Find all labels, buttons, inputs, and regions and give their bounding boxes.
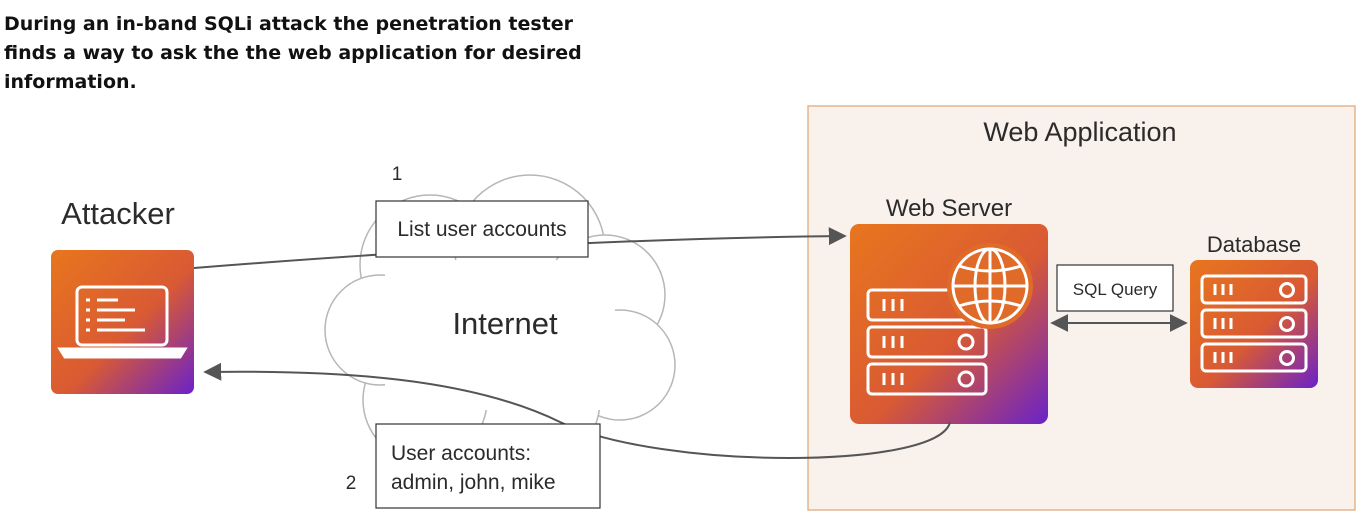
sql-query-label: SQL Query [1073, 280, 1158, 299]
web-application-title: Web Application [983, 117, 1176, 147]
web-server-tile [850, 224, 1048, 424]
response-line-1: User accounts: [391, 442, 531, 465]
step-2-number: 2 [346, 473, 357, 494]
request-box [375, 200, 589, 258]
response-arrow [203, 362, 951, 459]
caption: During an in-band SQLi attack the penetr… [4, 10, 644, 97]
response-line-2: admin, john, mike [391, 471, 556, 494]
database-tile [1190, 260, 1318, 388]
caption-line-1: During an in-band SQLi attack the penetr… [4, 13, 574, 35]
attacker-label: Attacker [61, 196, 175, 231]
database-label: Database [1207, 232, 1301, 257]
request-label: List user accounts [397, 218, 566, 241]
globe-icon [947, 243, 1033, 329]
database-rack-icon [1200, 274, 1308, 373]
attacker-tile [51, 250, 194, 394]
web-server-label: Web Server [886, 195, 1012, 222]
response-box [375, 423, 601, 509]
caption-line-3: information. [4, 71, 137, 93]
step-1-number: 1 [392, 164, 403, 185]
caption-line-2: finds a way to ask the the web applicati… [4, 42, 582, 64]
internet-label: Internet [452, 306, 558, 341]
sql-query-box [1056, 264, 1174, 312]
laptop-icon [57, 285, 188, 359]
